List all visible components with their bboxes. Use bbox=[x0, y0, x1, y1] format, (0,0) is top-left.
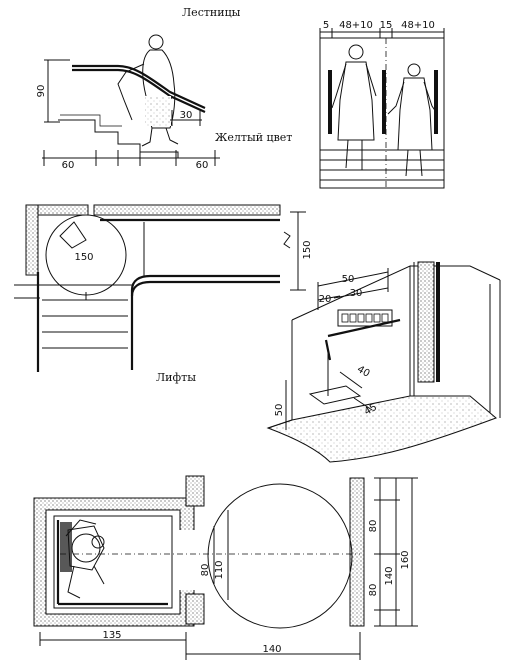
panel-dim-20: 20 bbox=[319, 294, 332, 305]
landing-diameter-dim: 150 bbox=[74, 252, 93, 263]
stairs-tread-right-dim: 60 bbox=[196, 160, 209, 171]
lift-right-dim-160: 160 bbox=[400, 550, 411, 569]
landing-depth-dim: 150 bbox=[302, 240, 313, 259]
wheelchair-user-figure bbox=[60, 519, 105, 599]
people-dim-c: 15 bbox=[380, 20, 393, 31]
landing-plan bbox=[14, 204, 306, 372]
people-dim-a: 5 bbox=[323, 20, 329, 31]
lift-right-dim-80a: 80 bbox=[368, 520, 379, 533]
panel-dim-h50: 50 bbox=[274, 404, 285, 417]
panel-dim-50: 50 bbox=[342, 274, 355, 285]
stairs-title: Лестницы bbox=[182, 6, 241, 19]
lift-right-dim-80b: 80 bbox=[368, 584, 379, 597]
stairs-offset-dim: 30 bbox=[180, 110, 193, 121]
panel-dim-30: 30 bbox=[350, 288, 363, 299]
people-dim-d: 48+10 bbox=[401, 20, 435, 31]
lift-door-dim-110: 110 bbox=[214, 560, 225, 579]
lift-plan bbox=[33, 475, 418, 660]
yellow-color-label: Желтый цвет bbox=[215, 131, 293, 144]
lift-bottom-dim-135: 135 bbox=[102, 630, 121, 641]
lifts-title: Лифты bbox=[156, 371, 196, 384]
lift-bottom-dim-140: 140 bbox=[262, 644, 281, 655]
panel-dim-40: 40 bbox=[355, 364, 372, 380]
walking-person-figure bbox=[117, 34, 179, 147]
people-dim-b: 48+10 bbox=[339, 20, 373, 31]
stairs-tread-left-dim: 60 bbox=[62, 160, 75, 171]
people-front-view bbox=[319, 28, 445, 189]
stairs-elevation bbox=[42, 34, 220, 166]
stairs-height-dim: 90 bbox=[36, 85, 47, 98]
lift-perspective bbox=[266, 261, 501, 463]
lift-door-dim-80: 80 bbox=[200, 564, 211, 577]
lift-right-dim-140: 140 bbox=[384, 566, 395, 585]
